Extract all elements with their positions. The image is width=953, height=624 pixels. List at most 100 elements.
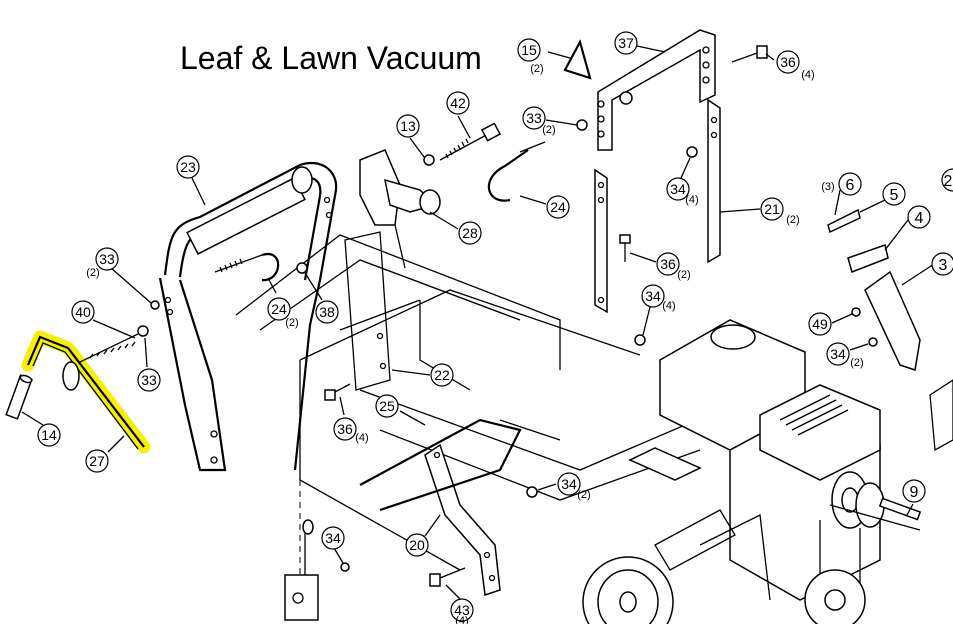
part-36-left-bolt bbox=[324, 383, 351, 401]
leader-lines bbox=[21, 45, 935, 601]
callout-33-left: 33 (2) bbox=[86, 247, 119, 279]
callout-9: 9 bbox=[902, 479, 926, 503]
svg-text:(2): (2) bbox=[86, 267, 99, 279]
svg-text:34: 34 bbox=[561, 476, 577, 492]
svg-text:15: 15 bbox=[521, 42, 537, 58]
svg-text:4: 4 bbox=[915, 210, 924, 227]
part-27-rod bbox=[26, 335, 145, 450]
svg-text:5: 5 bbox=[890, 187, 899, 204]
part-34-nut-right bbox=[868, 337, 878, 347]
svg-text:42: 42 bbox=[450, 95, 466, 111]
callout-24-upper: 24 bbox=[546, 195, 570, 219]
part-42-bolt bbox=[439, 122, 502, 161]
svg-text:(2): (2) bbox=[542, 124, 555, 136]
svg-text:40: 40 bbox=[75, 304, 91, 320]
part-21-strap bbox=[594, 98, 721, 314]
svg-text:36: 36 bbox=[660, 256, 676, 272]
svg-text:43: 43 bbox=[454, 602, 470, 618]
part-24-hook-lower bbox=[214, 252, 280, 282]
part-36-bolt bbox=[731, 45, 768, 63]
callout-14: 14 bbox=[37, 423, 61, 447]
part-34-clamp bbox=[284, 519, 350, 621]
svg-text:(2): (2) bbox=[285, 317, 298, 329]
callout-21: 21 (2) bbox=[760, 197, 800, 226]
callout-23: 23 bbox=[176, 155, 200, 179]
svg-text:(2): (2) bbox=[850, 357, 863, 369]
callout-34-lower-left: 34 bbox=[321, 526, 345, 550]
svg-text:33: 33 bbox=[141, 372, 157, 388]
part-49-nut bbox=[851, 307, 861, 317]
svg-text:(4): (4) bbox=[355, 432, 368, 444]
callout-49: 49 bbox=[808, 312, 832, 336]
svg-text:(3): (3) bbox=[821, 181, 834, 193]
svg-text:(4): (4) bbox=[801, 69, 814, 81]
callout-4: 4 bbox=[907, 205, 931, 229]
part-36-mid-bolt bbox=[619, 234, 631, 262]
svg-text:(2): (2) bbox=[677, 269, 690, 281]
part-15-ring bbox=[563, 39, 592, 80]
svg-text:36: 36 bbox=[780, 54, 796, 70]
part-43-bolt bbox=[429, 567, 466, 587]
svg-text:14: 14 bbox=[41, 427, 57, 443]
svg-text:20: 20 bbox=[409, 537, 425, 553]
svg-text:38: 38 bbox=[319, 304, 335, 320]
callout-27: 27 bbox=[85, 449, 109, 473]
svg-text:34: 34 bbox=[645, 288, 661, 304]
part-37-bracket bbox=[597, 29, 716, 151]
part-38-nut bbox=[296, 262, 308, 274]
part-34-nut bbox=[686, 146, 698, 158]
svg-text:21: 21 bbox=[764, 201, 780, 217]
part-34-center-nut bbox=[526, 486, 538, 498]
engine bbox=[582, 319, 953, 624]
svg-text:(2): (2) bbox=[577, 489, 590, 501]
svg-text:24: 24 bbox=[550, 199, 566, 215]
callout-43: 43 (4) bbox=[450, 598, 474, 624]
svg-text:22: 22 bbox=[434, 367, 450, 383]
svg-text:9: 9 bbox=[910, 484, 919, 501]
part-22-bracket bbox=[344, 231, 391, 391]
callout-13: 13 bbox=[396, 114, 420, 138]
callout-33-top: 33 (2) bbox=[522, 106, 556, 136]
svg-text:34: 34 bbox=[325, 530, 341, 546]
callout-40: 40 bbox=[71, 300, 95, 324]
part-34-nut-mid bbox=[634, 334, 646, 346]
svg-text:3: 3 bbox=[939, 257, 948, 274]
callout-36-left: 36 (4) bbox=[333, 417, 369, 444]
svg-text:25: 25 bbox=[379, 398, 395, 414]
part-23-handle bbox=[158, 162, 338, 472]
svg-text:34: 34 bbox=[830, 346, 846, 362]
svg-text:(4): (4) bbox=[685, 194, 698, 206]
svg-text:6: 6 bbox=[846, 177, 855, 194]
svg-text:36: 36 bbox=[337, 421, 353, 437]
callout-36-top: 36 (4) bbox=[776, 50, 815, 81]
callout-34-right: 34 (2) bbox=[826, 342, 864, 369]
callout-15: 15 (2) bbox=[517, 38, 544, 75]
callout-5: 5 bbox=[882, 182, 906, 206]
svg-text:34: 34 bbox=[670, 181, 686, 197]
svg-text:(2): (2) bbox=[786, 214, 799, 226]
callout-24-lower: 24 (2) bbox=[267, 297, 299, 329]
svg-text:13: 13 bbox=[400, 118, 416, 134]
svg-text:49: 49 bbox=[812, 316, 828, 332]
svg-text:27: 27 bbox=[89, 453, 105, 469]
callout-3: 3 bbox=[931, 252, 953, 276]
callout-34-center: 34 (2) bbox=[557, 472, 591, 501]
part-14-pin bbox=[5, 374, 33, 420]
part-24-hook bbox=[487, 141, 546, 202]
svg-text:33: 33 bbox=[99, 251, 115, 267]
diagram-title: Leaf & Lawn Vacuum bbox=[180, 40, 482, 76]
callout-34-mid: 34 (4) bbox=[641, 284, 676, 312]
callout-37: 37 bbox=[614, 31, 638, 55]
callout-22: 22 bbox=[430, 363, 454, 387]
svg-text:(4): (4) bbox=[662, 300, 675, 312]
svg-text:37: 37 bbox=[618, 35, 634, 51]
callout-42: 42 bbox=[446, 91, 470, 115]
svg-text:2: 2 bbox=[944, 173, 953, 190]
part-40-bolt bbox=[62, 300, 160, 391]
callout-25: 25 bbox=[375, 394, 399, 418]
part-33-nut bbox=[576, 119, 588, 131]
svg-text:(2): (2) bbox=[530, 63, 543, 75]
part-20-bracket bbox=[424, 443, 501, 597]
callout-34-upper: 34 (4) bbox=[666, 177, 699, 206]
